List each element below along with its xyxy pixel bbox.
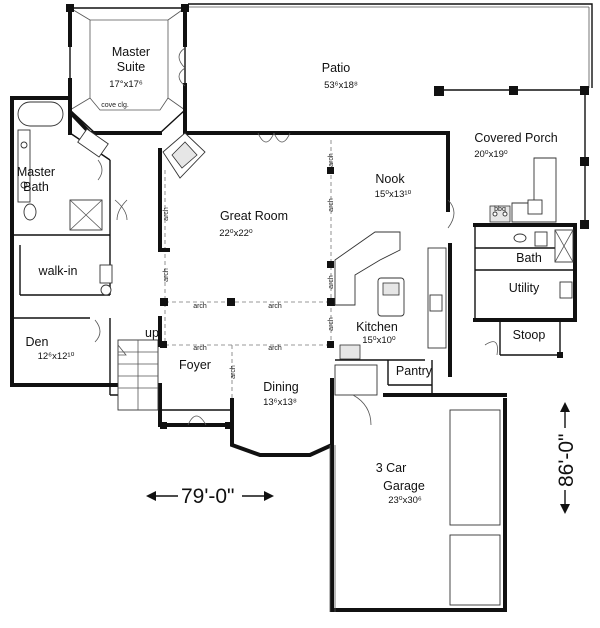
arch-label: arch [193,303,207,310]
stoop-label: Stoop [513,328,546,342]
arch-label: arch [163,268,170,282]
garage-dims: 23⁰x30⁶ [388,495,422,506]
overall-width-dimension: 79'-0" [146,485,274,508]
foyer-label: Foyer [179,358,211,372]
kitchen-dims: 15⁰x10⁰ [362,335,396,346]
patio-outline [188,3,593,88]
den-foyer-walls [12,316,232,429]
arch-label: arch [163,207,170,221]
overall-depth-dimension: 86'-0" [555,402,578,514]
service-rooms [474,225,575,358]
arch-label: arch [328,317,335,331]
utility-label: Utility [509,281,540,295]
overall-width-text: 79'-0" [181,485,235,508]
great-room-dims: 22⁰x22⁰ [219,228,253,239]
nook-label: Nook [375,172,405,186]
arch-labels: arch arch arch arch arch arch arch arch … [163,153,335,379]
cove-ceiling-note: cove clg. [101,102,129,109]
den-label: Den [26,335,49,349]
patio-dims: 53⁶x18⁸ [324,80,358,91]
dining-label: Dining [263,380,298,394]
kitchen-walls [334,231,452,396]
arch-label: arch [230,365,237,379]
covered-porch-label: Covered Porch [474,131,557,145]
bath-walkin-walls [12,101,128,296]
arch-label: arch [268,345,282,352]
bbq-label: bbq [494,206,506,213]
exterior-walls [10,96,577,612]
bath-label: Bath [516,251,542,265]
overall-depth-text: 86'-0" [555,434,578,488]
nook-dims: 15⁰x13¹⁰ [375,189,412,200]
kitchen-label: Kitchen [356,320,398,334]
dining-dims: 13⁶x13⁸ [263,397,297,408]
great-room-label: Great Room [220,209,288,223]
patio-label: Patio [322,61,351,75]
interior-arches [158,132,335,400]
covered-porch-dims: 20⁰x19⁰ [474,149,508,160]
arch-label: arch [328,275,335,289]
garage-doors [329,394,501,612]
arch-label: arch [328,198,335,212]
arch-label: arch [328,153,335,167]
garage-label-line2: Garage [383,479,425,493]
covered-porch-outline [434,86,589,229]
master-suite-walls [66,4,202,135]
arch-label: arch [268,303,282,310]
arch-label: arch [193,345,207,352]
master-suite-dims: 17°x17⁶ [109,79,143,90]
den-dims: 12⁶x12¹⁰ [38,351,75,362]
up-label: up [145,326,159,340]
walk-in-label: walk-in [38,264,78,278]
pantry-label: Pantry [396,364,433,378]
garage-label-line1: 3 Car [376,461,407,475]
